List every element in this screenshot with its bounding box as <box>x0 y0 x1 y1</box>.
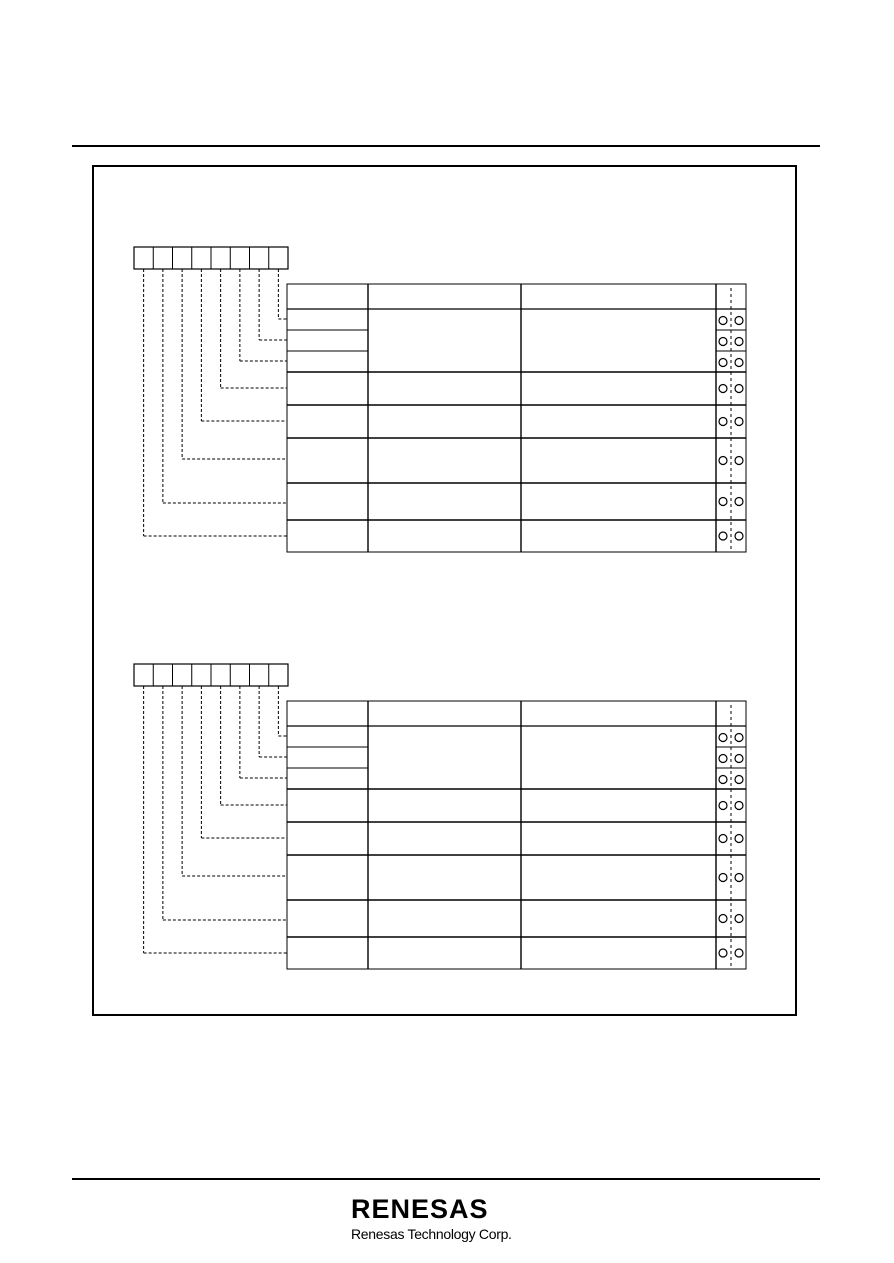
write-indicator-circle <box>734 913 744 924</box>
read-indicator-circle <box>718 357 728 368</box>
read-indicator-circle <box>718 315 728 326</box>
header-rule <box>72 145 820 147</box>
write-indicator-circle <box>734 872 744 883</box>
write-indicator-circle <box>734 357 744 368</box>
read-indicator-circle <box>718 531 728 541</box>
read-indicator-circle <box>718 496 728 507</box>
read-indicator-circle <box>718 416 728 427</box>
write-indicator-circle <box>734 833 744 844</box>
write-indicator-circle <box>734 732 744 743</box>
write-indicator-circle <box>734 531 744 541</box>
write-indicator-circle <box>734 336 744 347</box>
read-indicator-circle <box>718 455 728 466</box>
write-indicator-circle <box>734 315 744 326</box>
read-indicator-circle <box>718 833 728 844</box>
read-indicator-circle <box>718 383 728 394</box>
write-indicator-circle <box>734 416 744 427</box>
content-frame <box>92 165 797 1016</box>
renesas-logo: RENESAS <box>351 1194 489 1224</box>
write-indicator-circle <box>734 800 744 811</box>
read-indicator-circle <box>718 800 728 811</box>
write-indicator-circle <box>734 455 744 466</box>
read-indicator-circle <box>718 774 728 785</box>
footer-rule <box>72 1178 820 1180</box>
read-indicator-circle <box>718 336 728 347</box>
write-indicator-circle <box>734 774 744 785</box>
read-indicator-circle <box>718 753 728 764</box>
read-indicator-circle <box>718 913 728 924</box>
company-name: Renesas Technology Corp. <box>351 1226 512 1242</box>
write-indicator-circle <box>734 496 744 507</box>
read-indicator-circle <box>718 732 728 743</box>
read-indicator-circle <box>718 872 728 883</box>
write-indicator-circle <box>734 948 744 958</box>
footer-logo-area: RENESAS Renesas Technology Corp. <box>0 1190 894 1250</box>
bit-table-border <box>286 283 747 553</box>
write-indicator-circle <box>734 383 744 394</box>
bit-table-border <box>286 700 747 970</box>
read-indicator-circle <box>718 948 728 958</box>
write-indicator-circle <box>734 753 744 764</box>
